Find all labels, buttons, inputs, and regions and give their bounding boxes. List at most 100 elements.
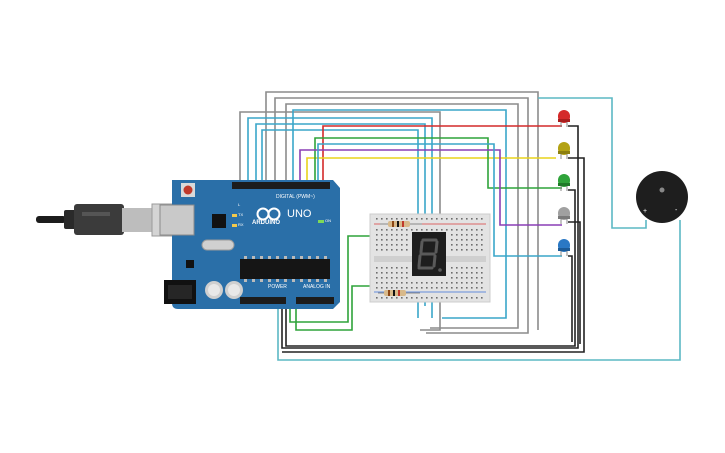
breadboard-hole [391, 272, 393, 274]
breadboard-hole [421, 297, 423, 299]
breadboard-hole [386, 277, 388, 279]
breadboard-hole [386, 244, 388, 246]
breadboard-hole [466, 297, 468, 299]
breadboard-hole [411, 282, 413, 284]
power-header-label: POWER [268, 284, 287, 290]
breadboard-hole [386, 218, 388, 220]
breadboard-hole [386, 234, 388, 236]
breadboard-hole [456, 272, 458, 274]
breadboard-hole [376, 249, 378, 251]
breadboard-hole [476, 218, 478, 220]
breadboard-hole [396, 239, 398, 241]
breadboard-hole [451, 234, 453, 236]
breadboard-hole [391, 218, 393, 220]
breadboard-hole [401, 287, 403, 289]
breadboard [369, 213, 491, 303]
breadboard-hole [401, 272, 403, 274]
breadboard-hole [381, 218, 383, 220]
breadboard-hole [446, 218, 448, 220]
breadboard-hole [461, 229, 463, 231]
blue-led-wire [317, 143, 562, 257]
breadboard-hole [401, 249, 403, 251]
breadboard-hole [436, 287, 438, 289]
arduino-model-label: UNO [287, 208, 312, 220]
breadboard-hole [466, 218, 468, 220]
breadboard-hole [421, 218, 423, 220]
buzzer-minus-wire [277, 220, 681, 361]
green-power-wire-1 [289, 235, 372, 323]
l-label: L [238, 202, 241, 207]
breadboard-hole [381, 277, 383, 279]
yellow-wire [306, 157, 556, 185]
piezo-buzzer [636, 171, 688, 223]
breadboard-hole [406, 218, 408, 220]
breadboard-hole [471, 229, 473, 231]
breadboard-hole [451, 244, 453, 246]
breadboard-hole [456, 234, 458, 236]
breadboard-hole [476, 244, 478, 246]
breadboard-hole [481, 277, 483, 279]
breadboard-hole [481, 244, 483, 246]
breadboard-hole [396, 297, 398, 299]
green-power-wire-2 [295, 285, 372, 331]
breadboard-hole [461, 277, 463, 279]
breadboard-hole [476, 282, 478, 284]
breadboard-hole [436, 218, 438, 220]
breadboard-hole [471, 244, 473, 246]
breadboard-hole [376, 218, 378, 220]
analog-header-label: ANALOG IN [303, 284, 331, 290]
breadboard-hole [386, 287, 388, 289]
breadboard-hole [381, 297, 383, 299]
breadboard-hole [441, 282, 443, 284]
breadboard-hole [411, 218, 413, 220]
breadboard-hole [441, 229, 443, 231]
breadboard-hole [441, 218, 443, 220]
breadboard-hole [396, 234, 398, 236]
green-wire [314, 137, 562, 189]
breadboard-hole [416, 297, 418, 299]
on-label: ON [325, 218, 331, 223]
breadboard-hole [476, 287, 478, 289]
breadboard-hole [481, 267, 483, 269]
breadboard-hole [376, 239, 378, 241]
breadboard-hole [451, 282, 453, 284]
breadboard-hole [421, 229, 423, 231]
breadboard-hole [426, 297, 428, 299]
led-blue [558, 239, 570, 256]
breadboard-hole [446, 282, 448, 284]
breadboard-hole [401, 244, 403, 246]
breadboard-hole [436, 282, 438, 284]
breadboard-hole [406, 272, 408, 274]
breadboard-hole [376, 282, 378, 284]
breadboard-hole [391, 267, 393, 269]
breadboard-hole [391, 229, 393, 231]
breadboard-hole [386, 272, 388, 274]
breadboard-hole [471, 239, 473, 241]
breadboard-hole [456, 218, 458, 220]
purple-wire [299, 149, 562, 226]
breadboard-hole [391, 287, 393, 289]
breadboard-hole [406, 234, 408, 236]
breadboard-hole [401, 229, 403, 231]
breadboard-hole [376, 244, 378, 246]
breadboard-hole [436, 229, 438, 231]
breadboard-hole [461, 249, 463, 251]
breadboard-hole [396, 277, 398, 279]
breadboard-hole [396, 287, 398, 289]
breadboard-hole [396, 244, 398, 246]
breadboard-hole [406, 244, 408, 246]
breadboard-hole [461, 272, 463, 274]
breadboard-hole [456, 267, 458, 269]
breadboard-hole [461, 287, 463, 289]
breadboard-hole [456, 244, 458, 246]
breadboard-hole [466, 267, 468, 269]
breadboard-hole [466, 249, 468, 251]
breadboard-hole [471, 267, 473, 269]
breadboard-hole [471, 234, 473, 236]
breadboard-hole [391, 249, 393, 251]
breadboard-hole [481, 282, 483, 284]
breadboard-hole [396, 229, 398, 231]
arduino-brand-label: ARDUINO [252, 220, 280, 226]
breadboard-hole [461, 267, 463, 269]
breadboard-hole [481, 287, 483, 289]
